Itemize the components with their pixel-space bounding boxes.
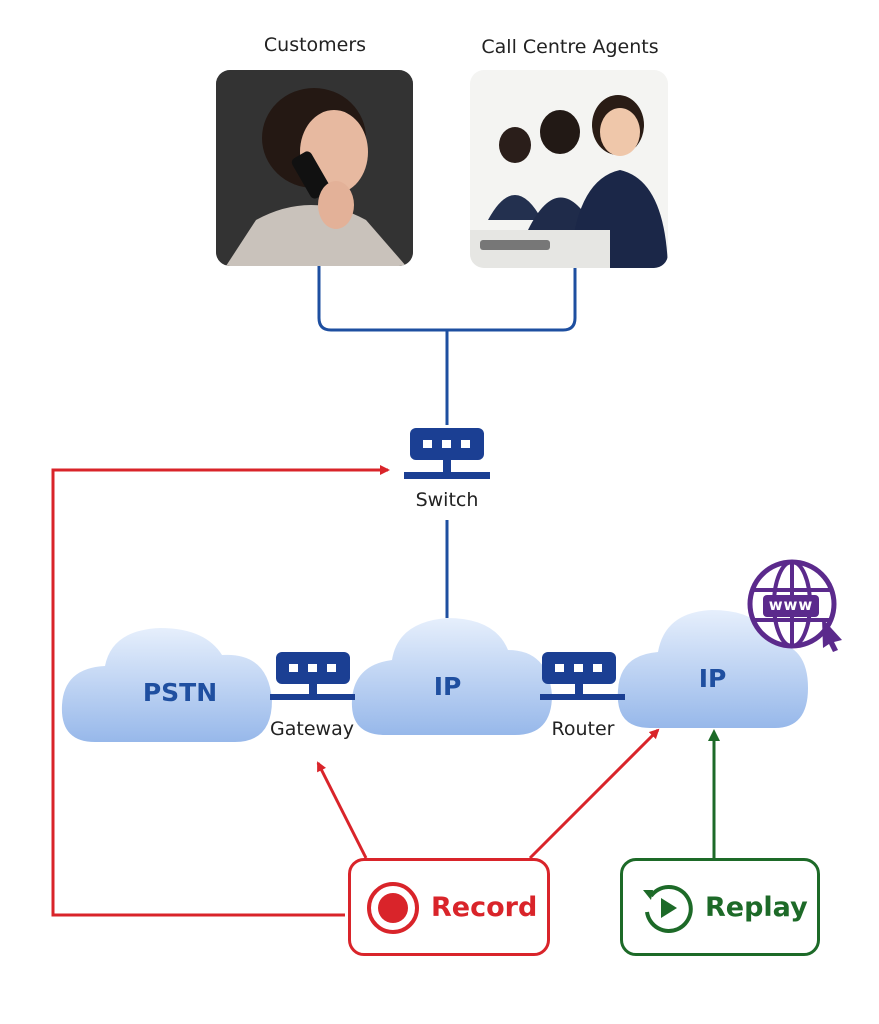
- ip-right-cloud-label: IP: [698, 664, 727, 693]
- replay-icon: [643, 885, 693, 933]
- ip-center-cloud-label: IP: [433, 672, 462, 701]
- www-badge-text: www: [768, 596, 814, 614]
- router-label: Router: [551, 718, 615, 740]
- record-label: Record: [431, 892, 538, 923]
- router-icon: [540, 652, 625, 700]
- gateway-icon: [270, 652, 355, 700]
- record-icon: [367, 882, 419, 934]
- record-to-gateway-arrow: [316, 761, 368, 859]
- customers-label: Customers: [263, 34, 367, 56]
- record-to-ip-arrow: [528, 728, 660, 860]
- agents-label: Call Centre Agents: [481, 36, 659, 58]
- record-to-switch-line: [51, 465, 390, 917]
- switch-icon: [404, 428, 490, 479]
- switch-label: Switch: [415, 489, 479, 511]
- customer-photo: [216, 70, 413, 266]
- pstn-cloud: [61, 628, 272, 742]
- replay-button[interactable]: Replay: [620, 858, 820, 956]
- photos-link: [317, 266, 577, 332]
- pstn-cloud-label: PSTN: [142, 678, 218, 707]
- ip-right-cloud: [617, 610, 808, 728]
- agents-photo: [470, 70, 668, 268]
- replay-label: Replay: [705, 892, 808, 923]
- record-button[interactable]: Record: [348, 858, 550, 956]
- gateway-label: Gateway: [270, 718, 354, 740]
- ip-center-cloud: [351, 618, 552, 735]
- www-globe-icon: [747, 559, 842, 652]
